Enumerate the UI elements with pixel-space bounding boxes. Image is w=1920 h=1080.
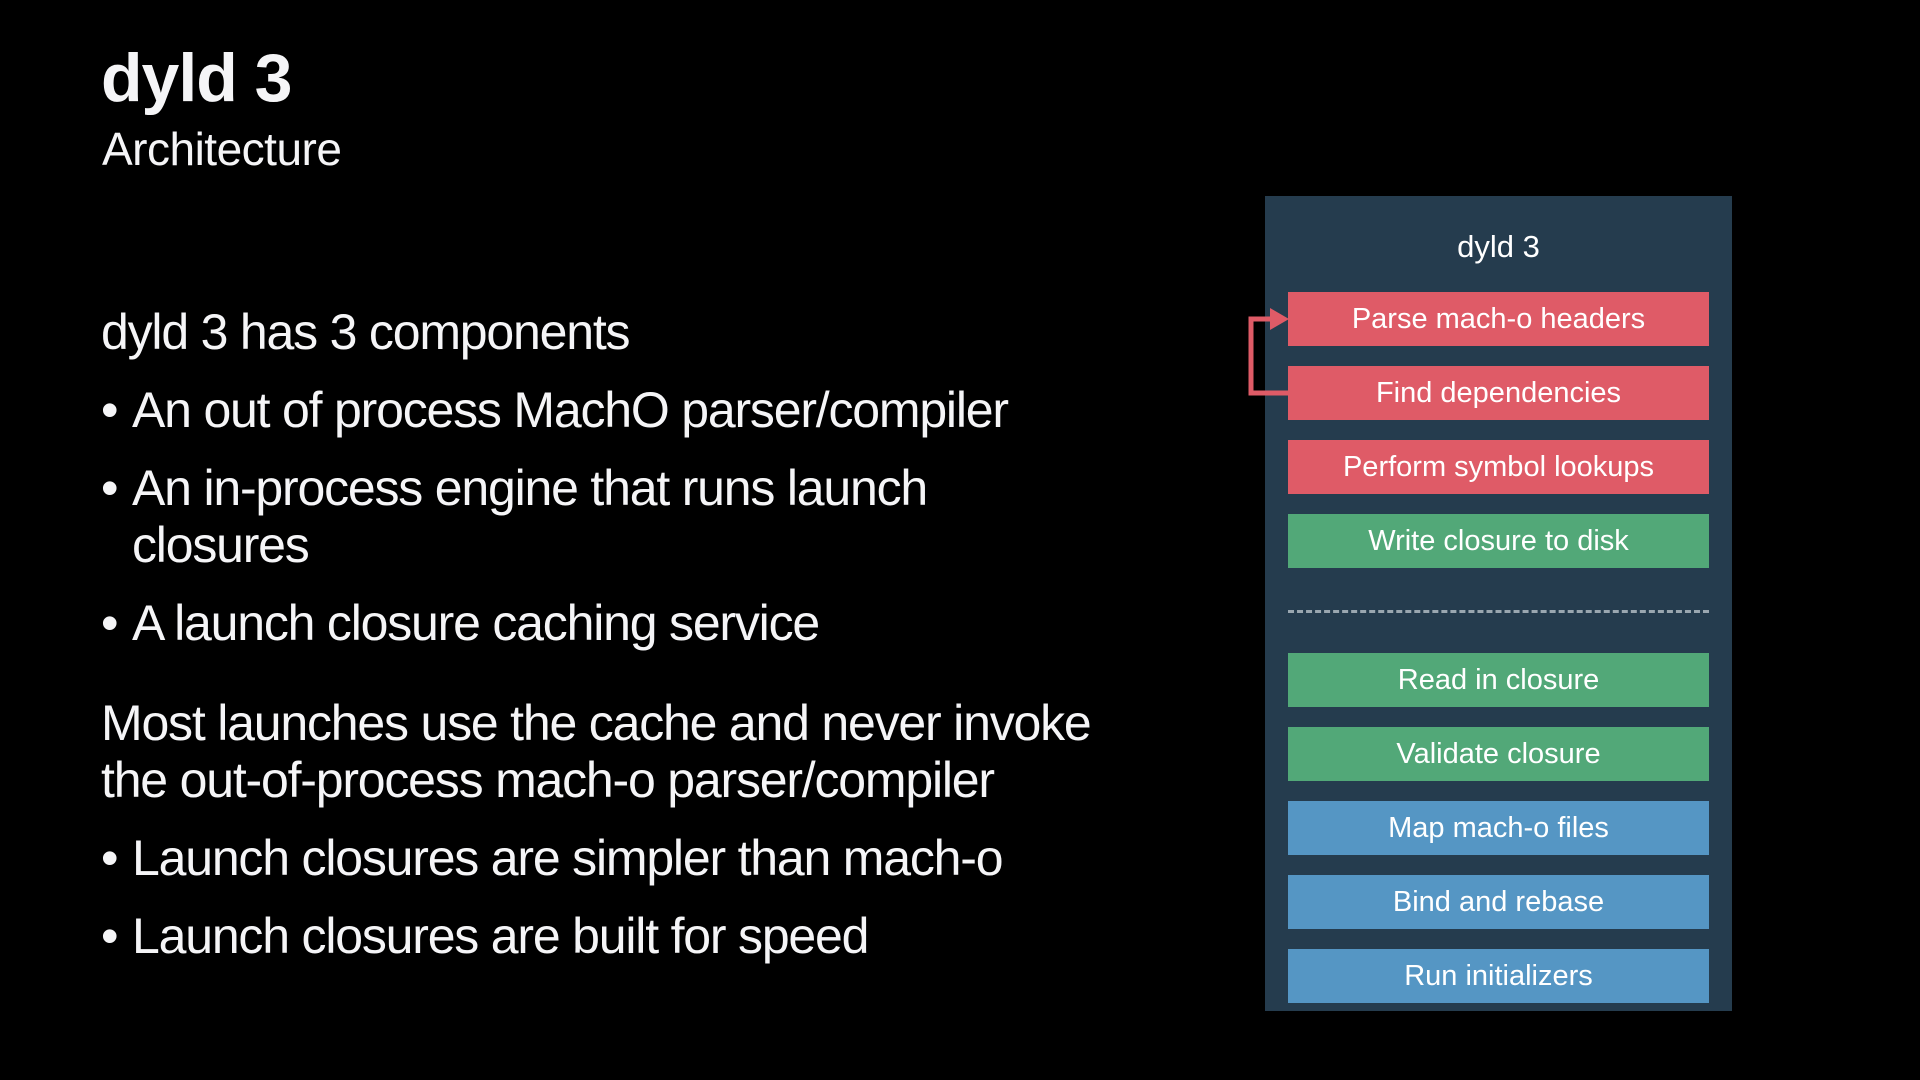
bullet-text: An out of process MachO parser/compiler [132, 382, 1009, 438]
bullet-marker: • [101, 830, 119, 886]
bullet-caching-service: • A launch closure caching service [101, 595, 1181, 652]
step-run-initializers: Run initializers [1288, 949, 1709, 1003]
cache-paragraph: Most launches use the cache and never in… [101, 695, 1181, 809]
panel-title: dyld 3 [1457, 229, 1540, 264]
bullet-closures-speed: • Launch closures are built for speed [101, 908, 1181, 965]
step-parse-mach-o-headers: Parse mach-o headers [1288, 292, 1709, 346]
bullet-out-of-process-parser: • An out of process MachO parser/compile… [101, 382, 1181, 439]
step-perform-symbol-lookups: Perform symbol lookups [1288, 440, 1709, 494]
bullet-text: An in-process engine that runs launch [132, 460, 928, 516]
step-bind-and-rebase: Bind and rebase [1288, 875, 1709, 929]
step-validate-closure: Validate closure [1288, 727, 1709, 781]
process-boundary-divider [1288, 610, 1709, 613]
page-title: dyld 3 [101, 40, 293, 116]
step-write-closure-to-disk: Write closure to disk [1288, 514, 1709, 568]
page-subtitle: Architecture [102, 123, 342, 175]
bullet-marker: • [101, 908, 119, 964]
bullet-text: A launch closure caching service [132, 595, 820, 651]
slide-header: dyld 3 Architecture [101, 40, 342, 176]
bullet-text: Launch closures are built for speed [132, 908, 869, 964]
step-read-in-closure: Read in closure [1288, 653, 1709, 707]
bullet-marker: • [101, 595, 119, 651]
paragraph-line: Most launches use the cache and never in… [101, 695, 1092, 751]
slide-body: dyld 3 has 3 components • An out of proc… [101, 304, 1181, 965]
step-find-dependencies: Find dependencies [1288, 366, 1709, 420]
intro-line: dyld 3 has 3 components [101, 304, 631, 360]
step-map-mach-o-files: Map mach-o files [1288, 801, 1709, 855]
bullet-text: Launch closures are simpler than mach-o [132, 830, 1004, 886]
bullet-marker: • [101, 382, 119, 438]
bullet-in-process-engine: • An in-process engine that runs launch … [101, 460, 1181, 574]
paragraph-line: the out-of-process mach-o parser/compile… [101, 752, 995, 808]
bullet-marker: • [101, 460, 119, 516]
bullet-closures-simpler: • Launch closures are simpler than mach-… [101, 830, 1181, 887]
loop-arrow-icon [1248, 308, 1289, 396]
bullet-text: closures [132, 517, 310, 573]
